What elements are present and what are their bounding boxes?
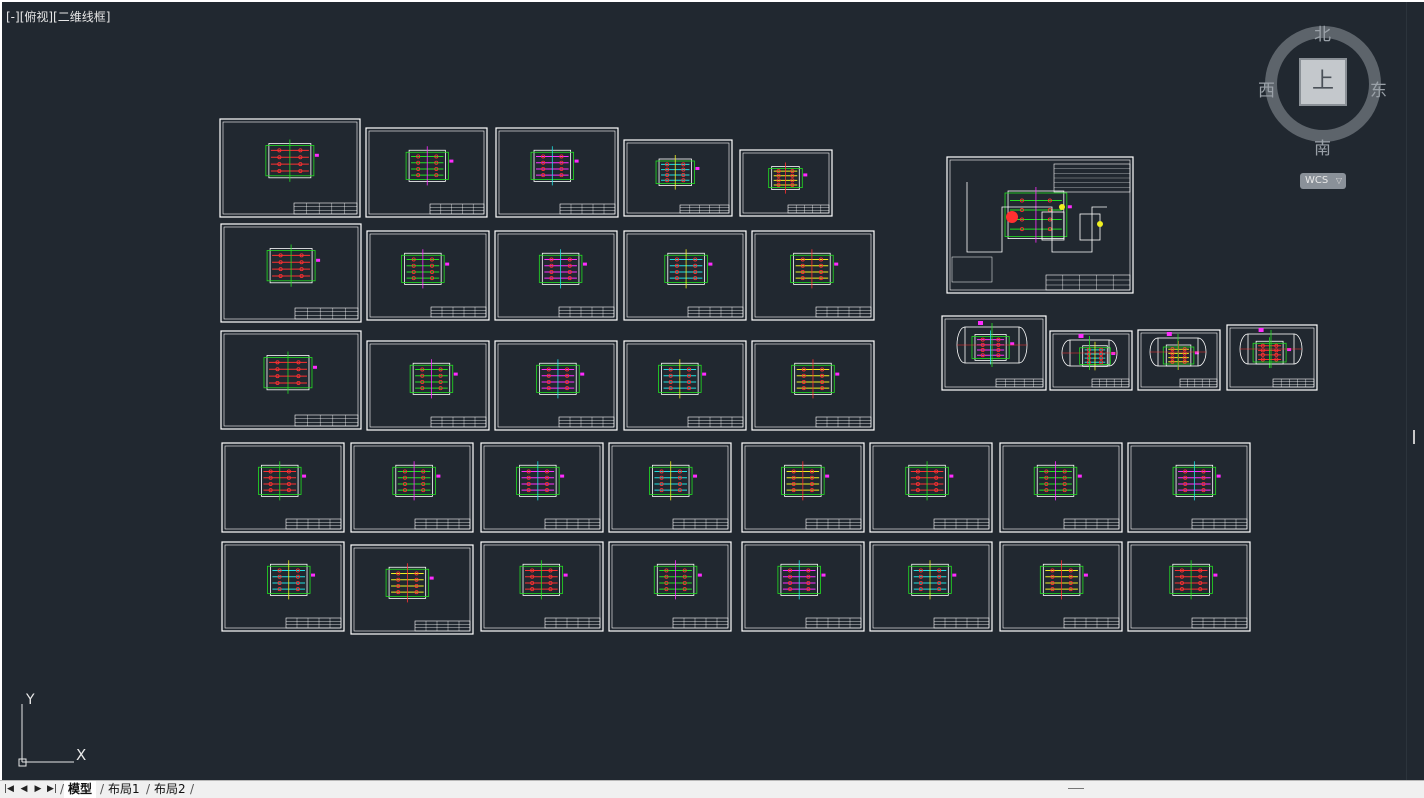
- drawing-sheets-canvas[interactable]: [2, 2, 1406, 780]
- tab-separator: /: [100, 782, 105, 796]
- ucs-icon: Y X: [16, 690, 96, 770]
- vessel-drawing: [956, 321, 1028, 367]
- drawing-sheet[interactable]: [739, 149, 833, 217]
- drawing-sheet[interactable]: [751, 230, 875, 321]
- tab-separator: /: [60, 782, 65, 796]
- view-control-label[interactable]: [-][俯视][二维线框]: [6, 10, 111, 24]
- vertical-scrollbar[interactable]: [1406, 2, 1424, 780]
- view-cube[interactable]: 北 南 东 西 上 WCS ▽: [1252, 18, 1392, 198]
- tab-separator: /: [190, 782, 195, 796]
- scroll-thumb[interactable]: [1413, 430, 1415, 444]
- drawing-sheet[interactable]: [494, 340, 618, 431]
- tab-model[interactable]: 模型: [64, 781, 97, 798]
- drawing-sheet[interactable]: [220, 330, 362, 430]
- drawing-sheet[interactable]: [941, 315, 1047, 391]
- drawing-sheet[interactable]: [869, 442, 993, 533]
- drawing-sheet[interactable]: [741, 442, 865, 533]
- drawing-sheet[interactable]: [480, 442, 604, 533]
- drawing-sheet[interactable]: [221, 442, 345, 533]
- view-cube-top-face[interactable]: 上: [1299, 58, 1347, 106]
- last-tab-button[interactable]: ▶|: [47, 784, 57, 794]
- compass-north-label[interactable]: 北: [1314, 25, 1331, 45]
- drawing-sheet[interactable]: [366, 230, 490, 321]
- vessel-drawing: [1061, 334, 1118, 370]
- next-tab-button[interactable]: ▶: [34, 784, 42, 794]
- drawing-sheet[interactable]: [480, 541, 604, 632]
- vessel-drawing: [1149, 332, 1207, 370]
- drawing-sheet[interactable]: [608, 541, 732, 632]
- ucs-axes-icon: [18, 704, 74, 767]
- drawing-sheet[interactable]: [1127, 442, 1251, 533]
- drawing-sheet[interactable]: [1226, 324, 1318, 391]
- vessel-drawing: [1239, 328, 1303, 368]
- drawing-sheet[interactable]: [350, 544, 474, 635]
- drawing-sheet[interactable]: [869, 541, 993, 632]
- ucs-y-label: Y: [26, 692, 35, 708]
- drawing-sheet[interactable]: [221, 541, 345, 632]
- drawing-sheet[interactable]: [623, 230, 747, 321]
- drawing-sheet[interactable]: [751, 340, 875, 431]
- wcs-label: WCS: [1305, 175, 1329, 186]
- pid-schematic: [951, 163, 1131, 283]
- drawing-sheet[interactable]: [1137, 329, 1221, 391]
- layout-tab-bar: |◀ ◀ ▶ ▶| / 模型 / 布局1 / 布局2 /: [0, 780, 1424, 798]
- drawing-sheet[interactable]: [623, 340, 747, 431]
- chevron-down-icon: ▽: [1335, 176, 1342, 185]
- first-tab-button[interactable]: |◀: [4, 784, 14, 794]
- horizontal-scroll-thumb[interactable]: [1068, 788, 1084, 789]
- prev-tab-button[interactable]: ◀: [20, 784, 28, 794]
- drawing-sheet[interactable]: [999, 541, 1123, 632]
- drawing-sheet[interactable]: [623, 139, 733, 217]
- drawing-sheet[interactable]: [350, 442, 474, 533]
- tab-layout2[interactable]: 布局2: [154, 782, 186, 796]
- view-cube-ring[interactable]: [1252, 18, 1392, 148]
- ucs-x-label: X: [76, 746, 87, 764]
- compass-south-label[interactable]: 南: [1314, 139, 1331, 159]
- drawing-sheet[interactable]: [366, 340, 490, 431]
- wcs-menu-button[interactable]: WCS ▽: [1300, 173, 1346, 189]
- drawing-sheet[interactable]: [494, 230, 618, 321]
- drawing-sheet[interactable]: [741, 541, 865, 632]
- drawing-sheet[interactable]: [365, 127, 488, 218]
- model-space-viewport[interactable]: [-][俯视][二维线框] 北 南 东 西 上 WCS ▽ Y X: [2, 2, 1406, 780]
- drawing-sheet[interactable]: [495, 127, 619, 218]
- drawing-sheet[interactable]: [946, 156, 1134, 294]
- tab-separator: /: [146, 782, 151, 796]
- tab-layout1[interactable]: 布局1: [108, 782, 140, 796]
- compass-east-label[interactable]: 东: [1370, 81, 1387, 101]
- drawing-sheet[interactable]: [220, 223, 362, 323]
- drawing-sheet[interactable]: [999, 442, 1123, 533]
- drawing-sheet[interactable]: [608, 442, 732, 533]
- drawing-sheet[interactable]: [1127, 541, 1251, 632]
- compass-west-label[interactable]: 西: [1258, 81, 1275, 101]
- drawing-sheet[interactable]: [219, 118, 361, 218]
